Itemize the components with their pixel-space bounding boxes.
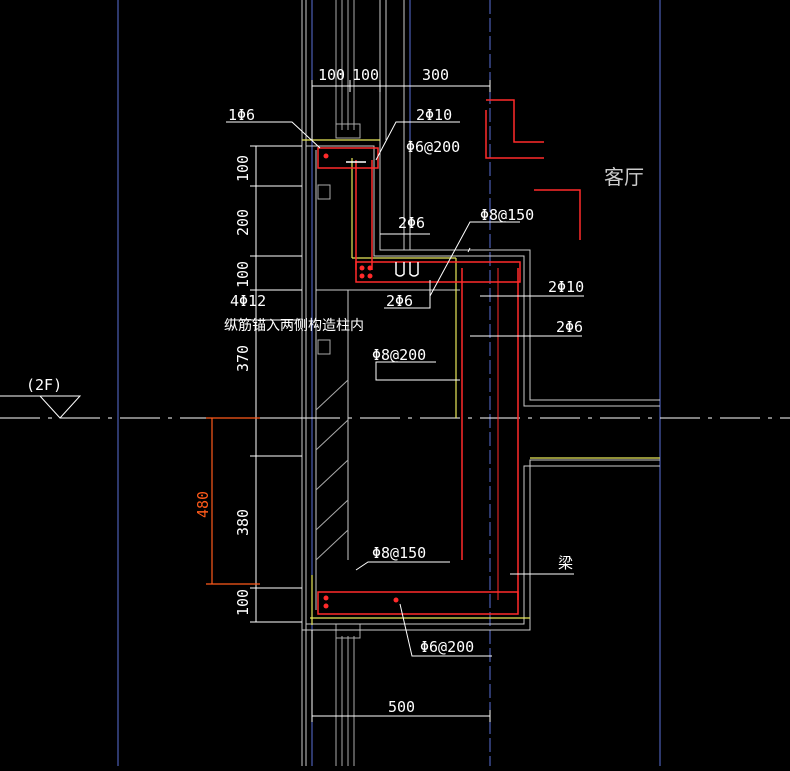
rebar-2phi6-b: 2Φ6 [386, 292, 413, 310]
room-living: 客厅 [604, 165, 644, 189]
rebar-phi8-150-bot: Φ8@150 [372, 544, 426, 562]
v-370: 370 [234, 345, 252, 372]
v-100-c: 100 [234, 589, 252, 616]
rebar-phi8-200: Φ8@200 [372, 346, 426, 364]
v-200: 200 [234, 209, 252, 236]
dim-100-b: 100 [352, 66, 379, 84]
rebar-phi6-200-top: Φ6@200 [406, 138, 460, 156]
dim-500: 500 [388, 698, 415, 716]
wall-outline [301, 0, 660, 766]
dim-100-a: 100 [318, 66, 345, 84]
rebar-2phi10-top: 2Φ10 [416, 106, 452, 124]
rebar-2phi6-a: 2Φ6 [398, 214, 425, 232]
beam-label: 梁 [558, 554, 573, 572]
leader-lines [226, 121, 584, 657]
column-hatch [315, 184, 349, 561]
floor-tag-symbol [0, 395, 82, 419]
rebar-red [317, 99, 581, 615]
rebar-phi8-150-top: Φ8@150 [480, 206, 534, 224]
labels: 100 100 300 500 100 200 100 370 380 100 … [26, 66, 644, 716]
v-480: 480 [194, 491, 212, 518]
axis-lines [117, 0, 661, 766]
rebar-2phi6-right: 2Φ6 [556, 318, 583, 336]
floor-tag: (2F) [26, 376, 62, 394]
yellow-outlines [302, 139, 660, 625]
v-380: 380 [234, 509, 252, 536]
v-100-b: 100 [234, 261, 252, 288]
dimension-lines [250, 80, 491, 722]
note-anchor: 纵筋锚入两侧构造柱内 [224, 317, 364, 334]
window-frame [335, 0, 361, 766]
rebar-1phi6: 1Φ6 [228, 106, 255, 124]
rebar-phi6-200-bot: Φ6@200 [420, 638, 474, 656]
rebar-2phi10-right: 2Φ10 [548, 278, 584, 296]
rebar-hooks [346, 161, 419, 277]
rebar-dots [323, 153, 399, 609]
dim-300: 300 [422, 66, 449, 84]
rebar-4phi12: 4Φ12 [230, 292, 266, 310]
dimension-480 [206, 417, 260, 585]
v-100-a: 100 [234, 155, 252, 182]
